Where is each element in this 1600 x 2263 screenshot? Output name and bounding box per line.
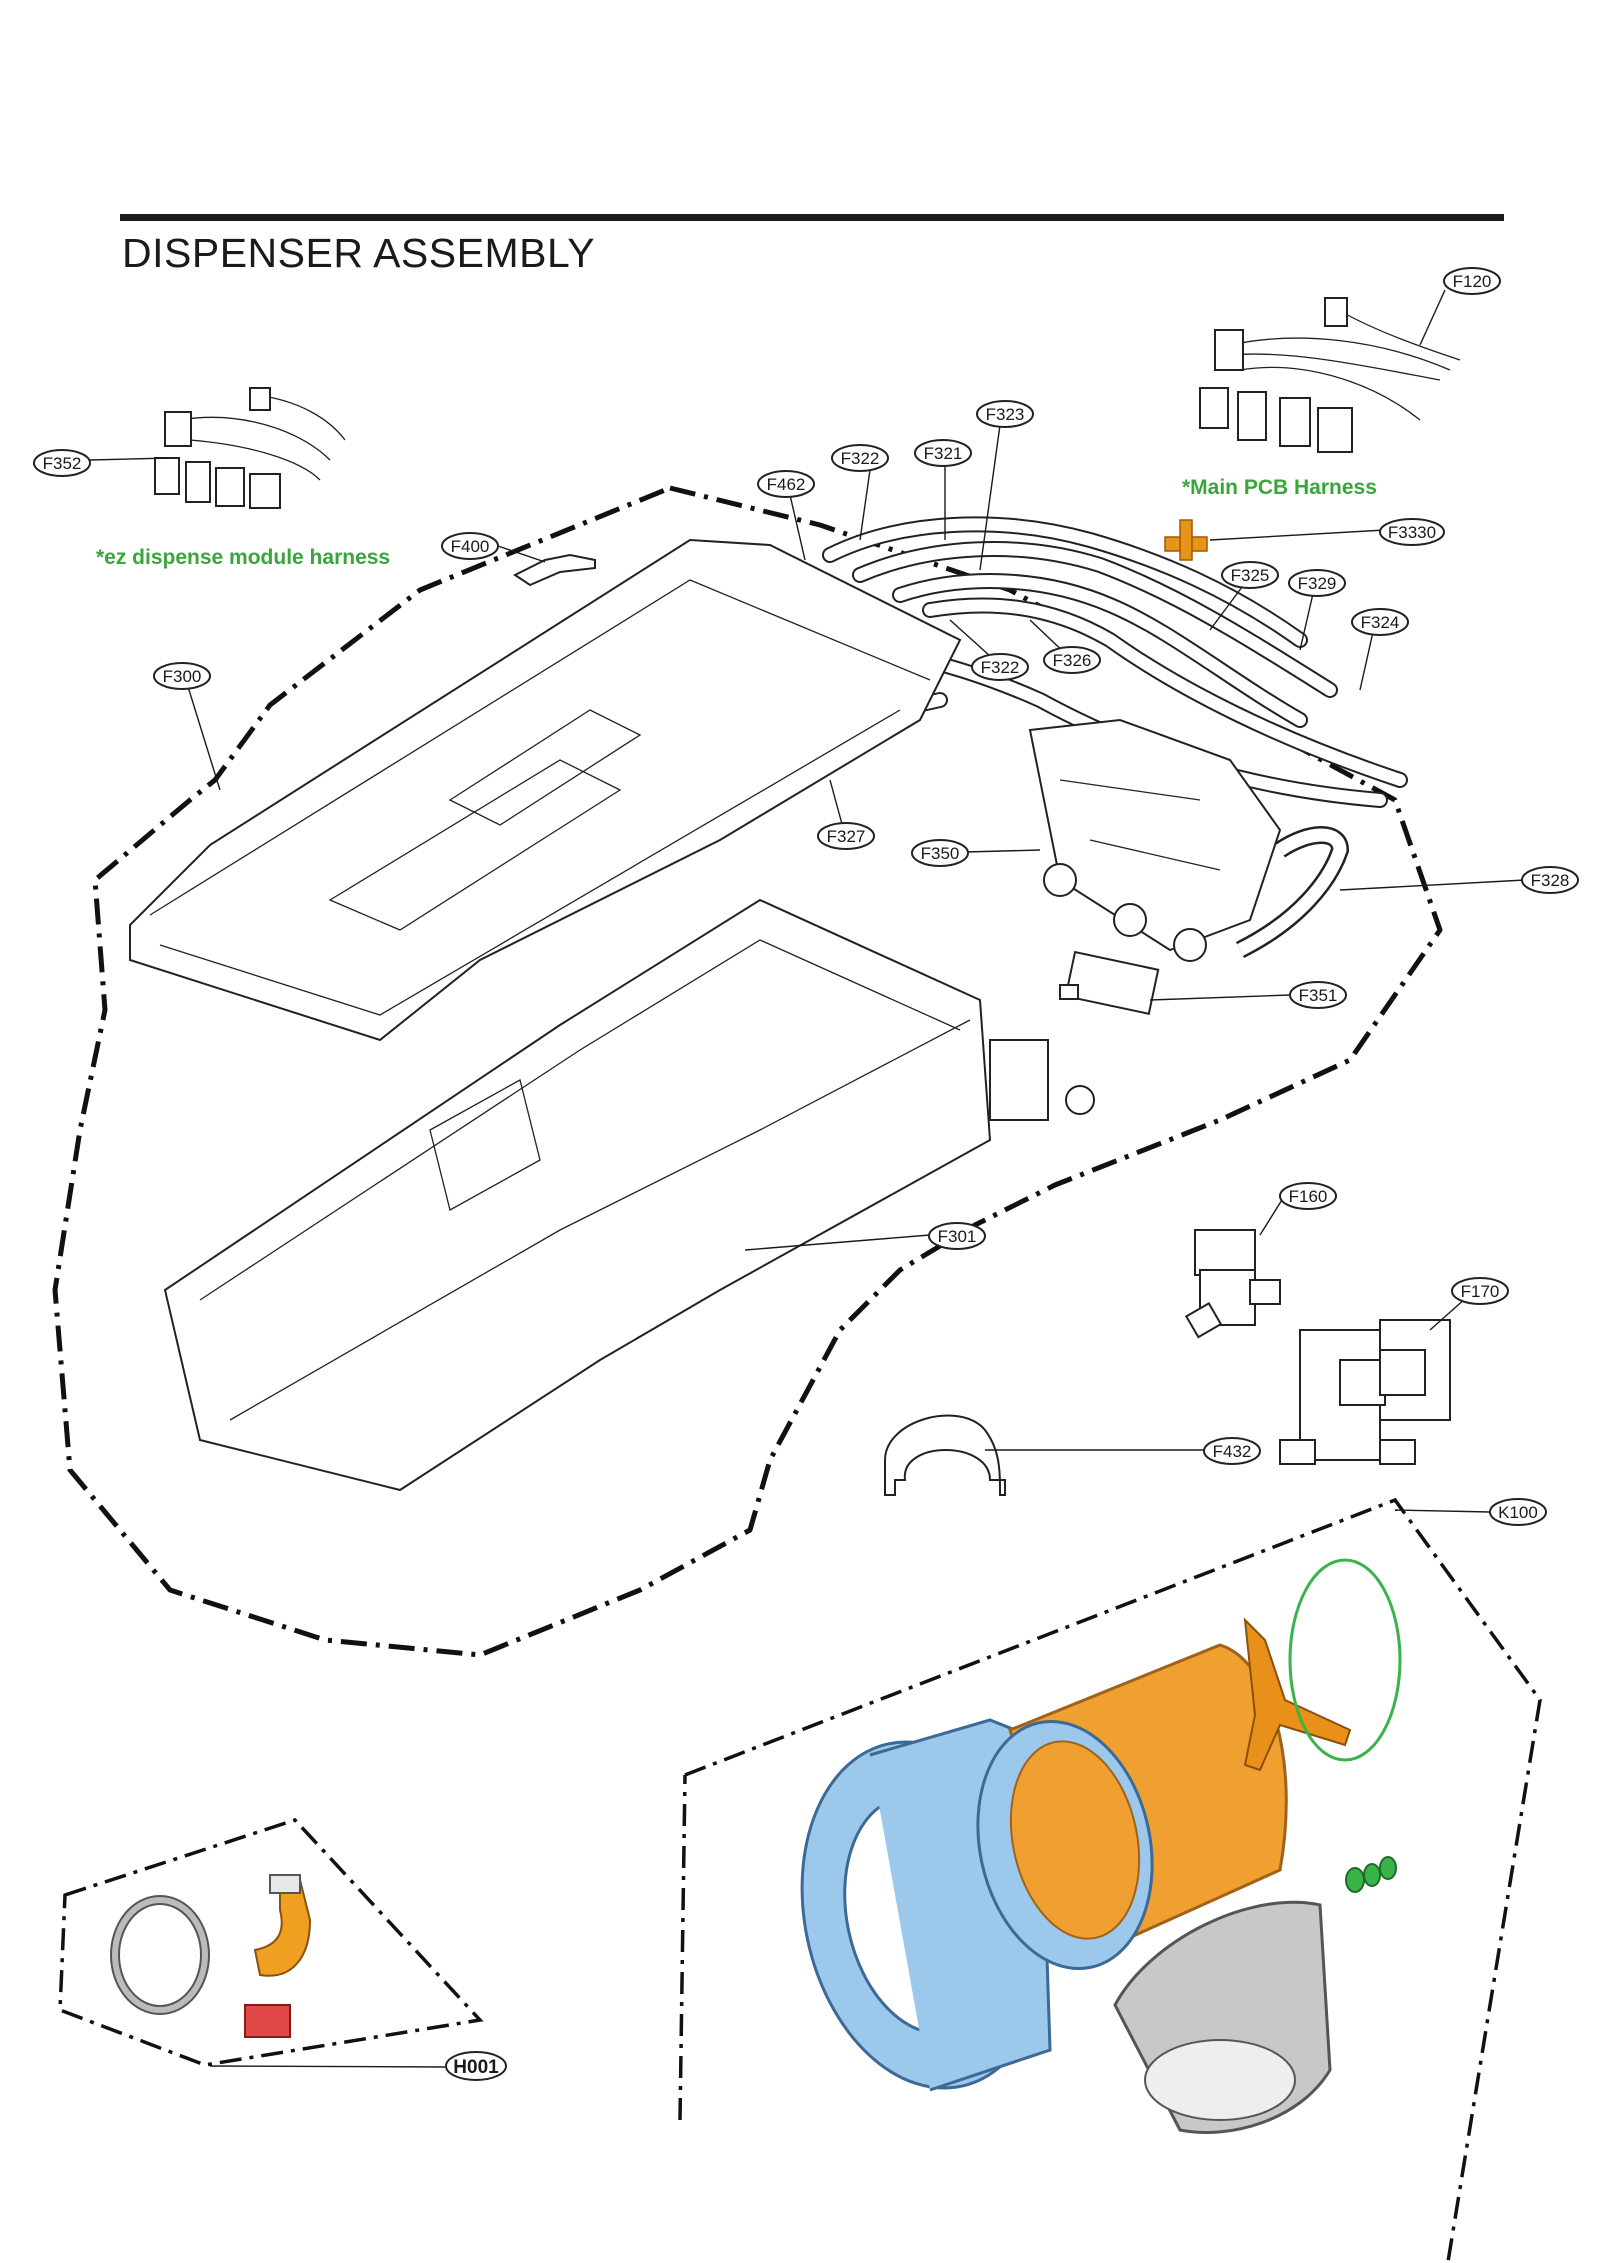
- svg-text:F351: F351: [1299, 986, 1338, 1005]
- svg-text:F120: F120: [1453, 272, 1492, 291]
- ez-dispense-harness: [154, 387, 346, 509]
- hose-kit-group-boundary: [58, 1817, 484, 2067]
- callout-F3330: F3330: [1379, 518, 1445, 546]
- double-inlet-valve: [1279, 1319, 1451, 1465]
- hose-clamp: [884, 1414, 1006, 1496]
- drum-spider: [1243, 1617, 1352, 1772]
- callout-F327: F327: [817, 822, 875, 850]
- svg-text:F3330: F3330: [1388, 523, 1436, 542]
- red-hose-coupling: [244, 2004, 291, 2038]
- callout-F120: F120: [1443, 267, 1501, 295]
- svg-text:F325: F325: [1231, 566, 1270, 585]
- callout-H001: H001: [445, 2051, 507, 2081]
- svg-text:F322: F322: [981, 658, 1020, 677]
- svg-text:F329: F329: [1298, 574, 1337, 593]
- callout-F462: F462: [757, 470, 815, 498]
- main-pcb-note: *Main PCB Harness: [1182, 476, 1377, 499]
- leader-lines: [89, 289, 1526, 2068]
- svg-text:F323: F323: [986, 405, 1025, 424]
- top-bracket: [513, 553, 596, 587]
- drain-hose-elbow-inner: [1237, 828, 1347, 956]
- drum: [976, 1643, 1288, 1971]
- svg-text:F432: F432: [1213, 1442, 1252, 1461]
- dispenser-group-boundary: [52, 485, 1443, 1658]
- svg-text:F300: F300: [163, 667, 202, 686]
- callout-F323: F323: [976, 400, 1034, 428]
- svg-text:F462: F462: [767, 475, 806, 494]
- ez-dispense-note: *ez dispense module harness: [96, 546, 390, 569]
- svg-text:H001: H001: [453, 2057, 499, 2078]
- drain-elbow: [253, 1874, 312, 1977]
- svg-text:F328: F328: [1531, 871, 1570, 890]
- drum-gasket-ring: [1288, 1558, 1402, 1762]
- callout-F324: F324: [1351, 608, 1409, 636]
- bearing-seals: [1345, 1856, 1397, 1893]
- title-rule: [120, 214, 1504, 221]
- rear-tub: [1113, 1900, 1332, 2134]
- single-inlet-valve: [1184, 1229, 1281, 1339]
- door-gasket: [110, 1895, 210, 2015]
- callout-K100: K100: [1489, 1498, 1547, 1526]
- callout-F322-top: F322: [831, 444, 889, 472]
- svg-text:F352: F352: [43, 454, 82, 473]
- svg-text:F170: F170: [1461, 1282, 1500, 1301]
- callout-F170: F170: [1451, 1277, 1509, 1305]
- svg-text:F321: F321: [924, 444, 963, 463]
- svg-text:F327: F327: [827, 827, 866, 846]
- svg-text:F160: F160: [1289, 1187, 1328, 1206]
- callout-F301: F301: [928, 1222, 986, 1250]
- callout-F321: F321: [914, 439, 972, 467]
- svg-text:F322: F322: [841, 449, 880, 468]
- callout-F325: F325: [1221, 561, 1279, 589]
- callout-F351: F351: [1289, 981, 1347, 1009]
- callout-F328: F328: [1521, 866, 1579, 894]
- callout-F300: F300: [153, 662, 211, 690]
- callout-F400: F400: [441, 532, 499, 560]
- page-title: DISPENSER ASSEMBLY: [122, 230, 596, 276]
- orange-fitting: [1164, 519, 1208, 561]
- dispenser-top-cover: [129, 538, 962, 1042]
- svg-text:F324: F324: [1361, 613, 1400, 632]
- callout-F352: F352: [33, 449, 91, 477]
- sensor-module: [1059, 950, 1160, 1015]
- svg-text:K100: K100: [1498, 1503, 1538, 1522]
- callout-F432: F432: [1203, 1437, 1261, 1465]
- dispenser-housing: [163, 898, 1095, 1492]
- callout-F160: F160: [1279, 1182, 1337, 1210]
- drum-group-boundary: [678, 1497, 1542, 2263]
- callout-F350: F350: [911, 839, 969, 867]
- svg-text:F326: F326: [1053, 651, 1092, 670]
- svg-text:F350: F350: [921, 844, 960, 863]
- svg-text:F301: F301: [938, 1227, 977, 1246]
- front-tub: [800, 1718, 1052, 2092]
- svg-text:F400: F400: [451, 537, 490, 556]
- main-pcb-harness: [1199, 297, 1461, 453]
- callout-F329: F329: [1288, 569, 1346, 597]
- callout-F322-bottom: F322: [971, 653, 1029, 681]
- callout-F326: F326: [1043, 646, 1101, 674]
- water-valve-block: [1028, 718, 1282, 962]
